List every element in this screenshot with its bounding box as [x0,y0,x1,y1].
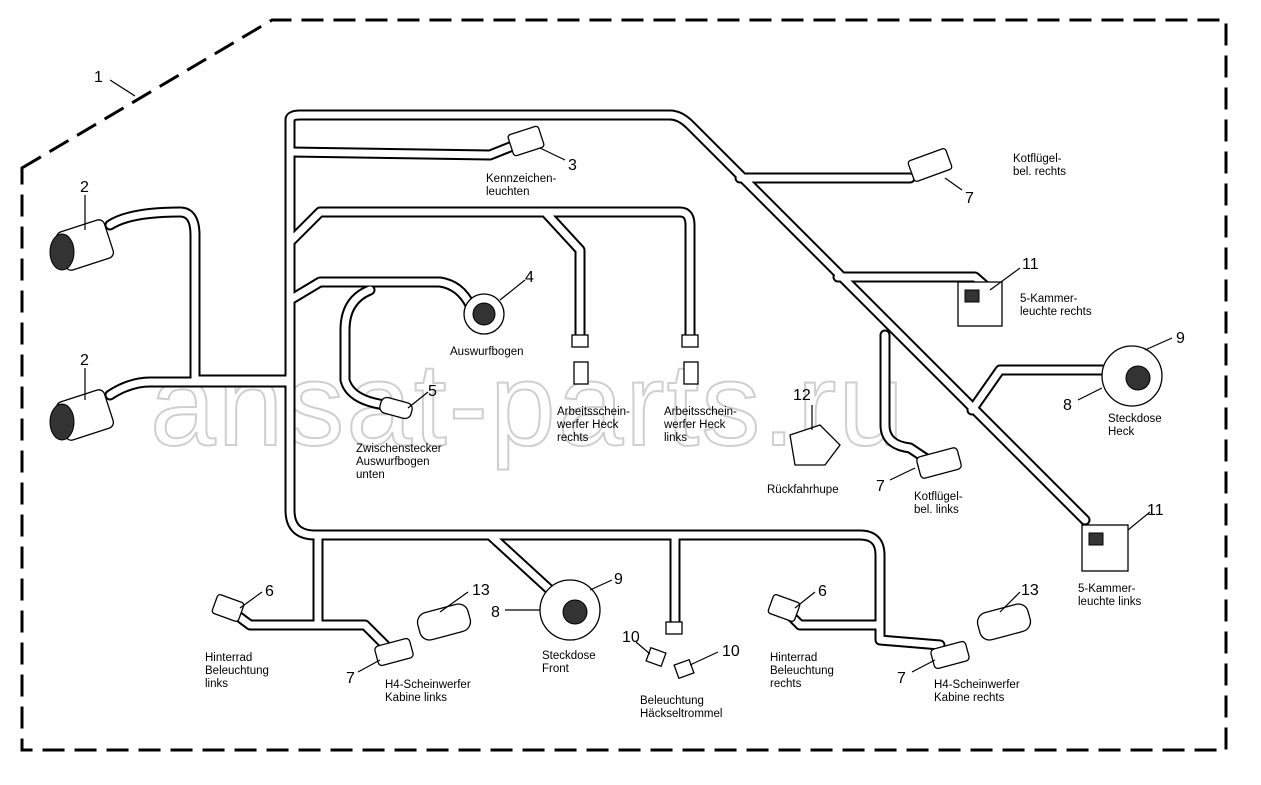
callout-6: 6 [265,583,274,600]
label-auswurfbogen: Auswurfbogen [450,346,524,358]
connector-11-kammer-rechts [957,281,1003,327]
callout-7: 7 [897,670,906,687]
callout-2: 2 [80,352,89,369]
connector-7-kotfluegel-rechts [907,148,953,182]
label-arbeitsscheinwerfer-rechts: Arbeitsschein- werfer Heck rechts [556,406,633,444]
connector-9-steckdose-heck [1101,345,1163,407]
round-connector-2a [49,219,115,271]
label-kennzeichenleuchten: Kennzeichen- leuchten [486,173,560,198]
watermark: ansat-parts.ru [150,339,906,471]
label-5-kammer-rechts: 5-Kammer- leuchte rechts [1020,293,1092,318]
label-kotfluegel-links: Kotflügel- bel. links [914,491,966,516]
connector-5-zwischenstecker [379,396,413,420]
label-5-kammer-links: 5-Kammer- leuchte links [1078,583,1142,608]
connector-13-h4-rechts [976,603,1032,641]
callout-6: 6 [818,583,827,600]
connector-arbeit-links [681,334,699,385]
connector-11-kammer-links [1081,524,1129,572]
connector-9-steckdose-front [539,579,601,641]
callout-9: 9 [1176,330,1185,347]
connector-12-rueckfahrhupe [789,424,841,466]
callout-numbers: 1 2 2 3 4 5 6 6 7 7 7 7 8 8 9 9 10 10 11… [80,69,1185,687]
callout-3: 3 [568,157,577,174]
connector-4-auswurfbogen [463,293,505,335]
callout-8: 8 [1063,397,1072,414]
callout-9: 9 [614,571,623,588]
callout-5: 5 [428,383,437,400]
label-kotfluegel-rechts: Kotflügel- bel. rechts [1013,153,1066,178]
label-steckdose-front: Steckdose Front [542,650,599,675]
label-h4-kabine-links: H4-Scheinwerfer Kabine links [385,679,474,704]
label-hinterrad-links: Hinterrad Beleuchtung links [205,652,272,690]
connector-10-haeckseltrommel [645,621,695,680]
callout-7: 7 [965,190,974,207]
callout-13: 13 [1021,582,1039,599]
label-hinterrad-rechts: Hinterrad Beleuchtung rechts [770,652,837,690]
callout-10: 10 [722,643,740,660]
connector-7-h4-rechts [930,640,970,670]
label-rueckfahrhupe: Rückfahrhupe [767,484,839,496]
connector-arbeit-rechts [571,334,589,385]
callout-7: 7 [876,478,885,495]
label-zwischenstecker: Zwischenstecker Auswurfbogen unten [356,443,445,481]
callout-13: 13 [472,582,490,599]
assembly-frame [20,18,1228,752]
connector-7-h4-links [374,637,414,667]
callout-4: 4 [525,269,534,286]
label-arbeitsscheinwerfer-links: Arbeitsschein- werfer Heck links [663,406,740,444]
callout-1: 1 [94,69,103,86]
callout-12: 12 [793,387,811,404]
callout-10: 10 [622,629,640,646]
component-labels: Kennzeichen- leuchten Kotflügel- bel. re… [205,153,1165,720]
label-h4-kabine-rechts: H4-Scheinwerfer Kabine rechts [934,679,1023,704]
connector-13-h4-links [416,603,472,641]
callout-11: 11 [1022,256,1039,273]
connector-7-kotfluegel-links [916,447,962,479]
callout-2: 2 [80,179,89,196]
label-haeckseltrommel: Beleuchtung Häckseltrommel [640,695,722,720]
connector-6-hinterrad-links [211,594,245,622]
connector-3 [507,125,545,157]
leader-lines [84,79,1173,673]
callout-11: 11 [1147,502,1164,519]
callout-7: 7 [346,670,355,687]
label-steckdose-heck: Steckdose Heck [1108,413,1165,438]
connector-6-hinterrad-rechts [767,594,801,622]
harness-trunk-highlights [106,111,1109,649]
round-connector-2b [49,389,115,441]
callout-8: 8 [491,604,500,621]
